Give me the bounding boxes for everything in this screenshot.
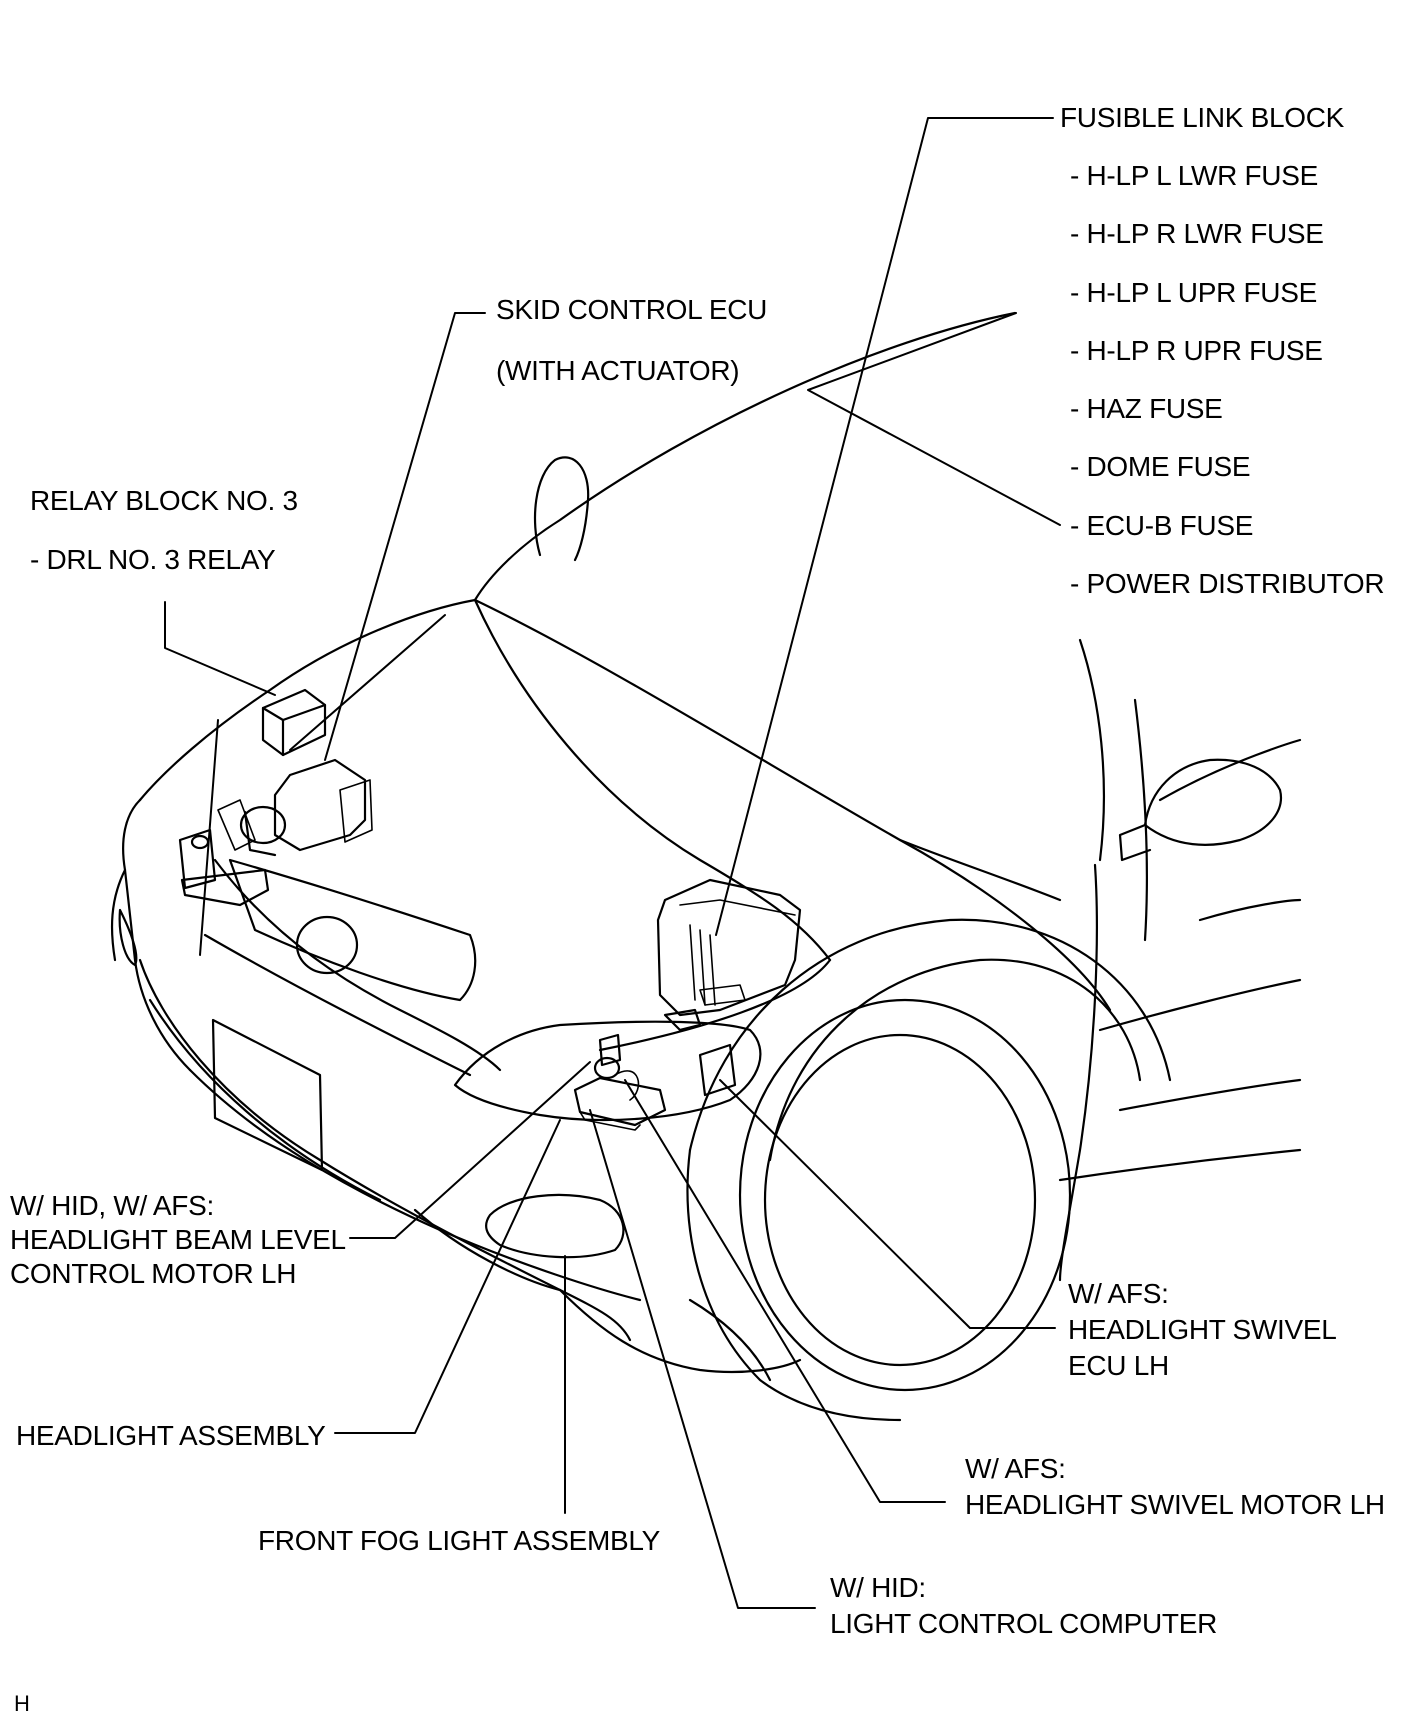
label-headlight-assembly: HEADLIGHT ASSEMBLY (16, 1420, 326, 1451)
label-hlp-l-lwr-fuse: - H-LP L LWR FUSE (1070, 160, 1318, 191)
label-hlp-r-upr-fuse: - H-LP R UPR FUSE (1070, 335, 1323, 366)
label-fog-light: FRONT FOG LIGHT ASSEMBLY (258, 1525, 660, 1556)
headlight-swivel-ecu-lh-drawing (698, 1043, 737, 1097)
label-dome-fuse: - DOME FUSE (1070, 451, 1251, 482)
label-hlp-l-upr-fuse: - H-LP L UPR FUSE (1070, 277, 1317, 308)
skid-control-ecu-drawing (217, 758, 373, 857)
label-beam-level-condition: W/ HID, W/ AFS: (10, 1190, 214, 1221)
label-beam-level-line2: CONTROL MOTOR LH (10, 1258, 297, 1289)
light-control-computer-drawing (573, 1076, 667, 1131)
label-swivel-ecu-line2: ECU LH (1068, 1350, 1169, 1381)
label-swivel-ecu-condition: W/ AFS: (1068, 1278, 1169, 1309)
label-drl-relay: - DRL NO. 3 RELAY (30, 544, 276, 575)
headlight-swivel-motor-lh-drawing (593, 1033, 640, 1101)
label-haz-fuse: - HAZ FUSE (1070, 393, 1223, 424)
corner-mark: H (14, 1691, 30, 1716)
label-ecub-fuse: - ECU-B FUSE (1070, 510, 1254, 541)
label-swivel-motor: HEADLIGHT SWIVEL MOTOR LH (965, 1489, 1385, 1520)
label-hlp-r-lwr-fuse: - H-LP R LWR FUSE (1070, 218, 1324, 249)
label-swivel-ecu-line1: HEADLIGHT SWIVEL (1068, 1314, 1337, 1345)
label-with-actuator: (WITH ACTUATOR) (496, 355, 740, 386)
label-fusible-link-block: FUSIBLE LINK BLOCK (1060, 102, 1345, 133)
vehicle-body (110, 311, 1302, 1422)
label-light-control-condition: W/ HID: (830, 1572, 926, 1603)
label-skid-control-ecu: SKID CONTROL ECU (496, 294, 768, 325)
label-relay-block: RELAY BLOCK NO. 3 (30, 485, 298, 516)
label-light-control-computer: LIGHT CONTROL COMPUTER (830, 1608, 1217, 1639)
leader-lines (164, 117, 1061, 1609)
relay-block-drawing (261, 688, 327, 757)
label-beam-level-line1: HEADLIGHT BEAM LEVEL (10, 1224, 346, 1255)
label-swivel-motor-condition: W/ AFS: (965, 1453, 1066, 1484)
label-power-distributor: - POWER DISTRIBUTOR (1070, 568, 1385, 599)
fusible-link-block-drawing (656, 878, 802, 1032)
